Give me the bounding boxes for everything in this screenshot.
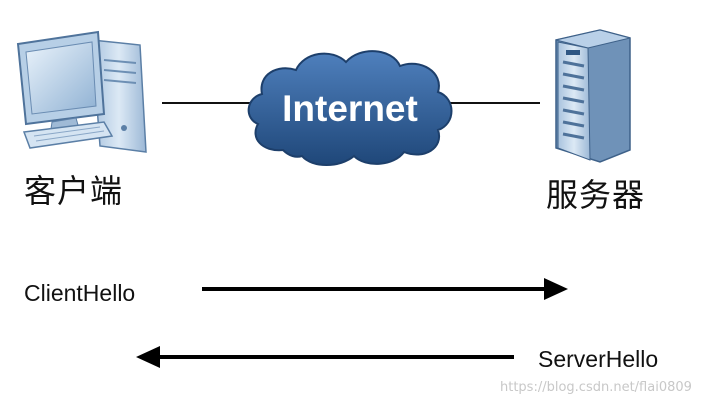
tower-server-icon [556, 30, 630, 162]
desktop-computer-icon [18, 32, 146, 152]
arrow-client-to-server [202, 278, 568, 300]
cloud-label: Internet [282, 88, 418, 129]
server-label: 服务器 [546, 170, 645, 216]
cloud-icon: Internet [249, 51, 452, 165]
watermark: https://blog.csdn.net/flai0809 [500, 380, 692, 395]
arrow-server-to-client [136, 346, 514, 368]
server-hello-label: ServerHello [538, 346, 658, 373]
client-hello-label: ClientHello [24, 280, 135, 307]
client-label: 客户端 [24, 166, 123, 212]
